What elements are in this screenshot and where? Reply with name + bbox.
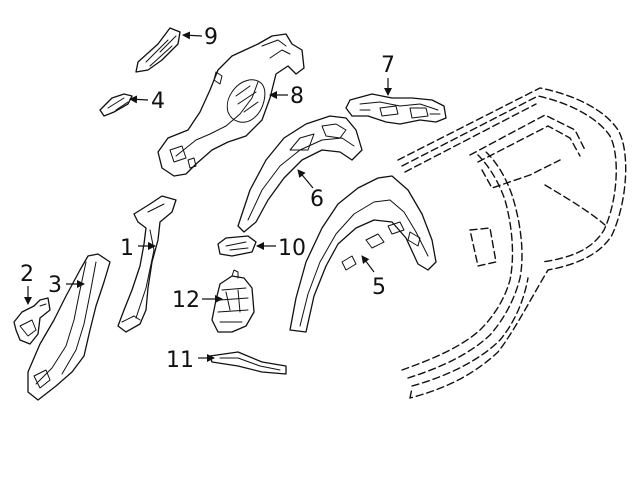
callout-7: 7 <box>381 53 395 78</box>
callout-1: 1 <box>120 236 134 261</box>
callout-5: 5 <box>372 275 386 300</box>
leader-5 <box>361 255 375 273</box>
callout-8: 8 <box>290 84 304 109</box>
leader-arrows <box>24 31 392 362</box>
callout-4: 4 <box>151 89 165 114</box>
callout-9: 9 <box>204 25 218 50</box>
part-7-bracket <box>345 93 447 125</box>
callout-6: 6 <box>310 187 324 212</box>
part-3-pillar <box>27 253 111 401</box>
part-5-outer-wheelhouse <box>289 175 437 333</box>
part-11-strip <box>209 351 287 375</box>
part-4-bracket <box>99 93 133 117</box>
part-9-bracket <box>135 27 181 73</box>
part-12-housing <box>211 269 255 333</box>
callout-12: 12 <box>172 288 200 313</box>
callout-2: 2 <box>20 262 34 287</box>
part-6-inner-wheelhouse <box>237 115 363 233</box>
part-2-bracket <box>13 297 51 345</box>
callout-11: 11 <box>166 348 194 373</box>
callout-labels: 9 4 8 7 6 5 10 12 11 1 2 3 <box>20 25 395 373</box>
part-1-pillar <box>117 195 177 333</box>
leader-6 <box>297 169 314 189</box>
leader-4 <box>129 95 149 104</box>
callout-3: 3 <box>48 273 62 298</box>
quarter-panel-outline <box>397 87 627 399</box>
callout-10: 10 <box>278 236 306 261</box>
part-8-wheelhouse-inner <box>157 33 305 177</box>
leader-9 <box>182 31 203 40</box>
part-10-bracket <box>217 235 257 257</box>
